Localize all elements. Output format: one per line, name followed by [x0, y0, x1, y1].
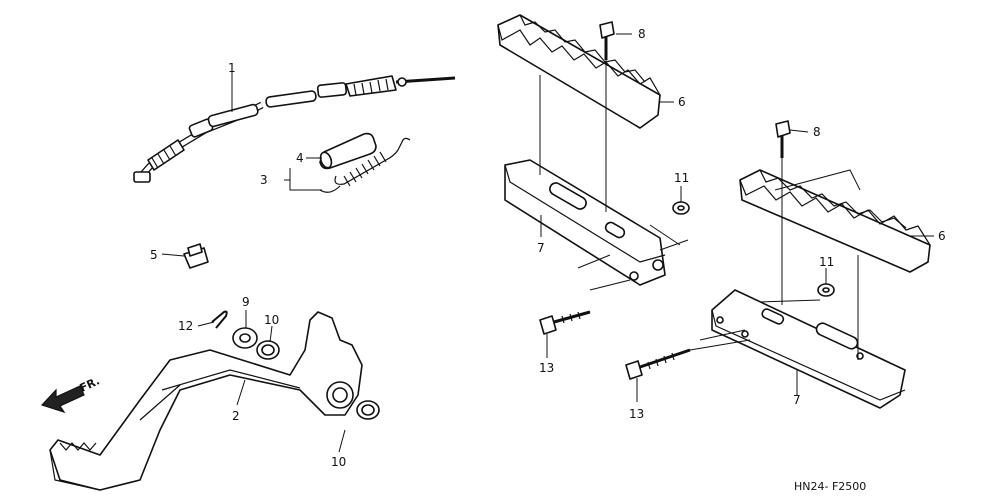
callout-11-lower: 11: [819, 255, 834, 269]
callout-7-lower: 7: [793, 393, 801, 407]
callout-7-upper: 7: [537, 241, 545, 255]
brake-cable: [133, 75, 456, 183]
callout-3: 3: [260, 173, 268, 187]
footpeg-bracket-lower: [711, 289, 906, 409]
bolt-upper-8: [599, 21, 615, 60]
callout-leaders: [161, 33, 934, 453]
callout-2: 2: [232, 409, 240, 423]
brake-spring-set: [319, 132, 411, 193]
bolt-upper-13: [539, 310, 591, 335]
callout-8-lower: 8: [813, 125, 821, 139]
callout-8-upper: 8: [638, 27, 646, 41]
cotter-pin: [211, 310, 228, 329]
figure-code: HN24- F2500: [794, 480, 866, 493]
cable-nut: [183, 243, 209, 269]
footpeg-upper: [497, 14, 661, 129]
bolt-lower-13: [625, 348, 691, 380]
bolt-lower-8: [775, 120, 791, 158]
pedal-seal-upper: [256, 340, 280, 360]
footpeg-bracket-upper: [504, 159, 666, 286]
callout-5: 5: [150, 248, 158, 262]
callout-13-lower: 13: [629, 407, 644, 421]
callout-12: 12: [178, 319, 193, 333]
callout-10-upper: 10: [264, 313, 279, 327]
front-arrow-label: FR.: [78, 374, 102, 394]
callout-11-upper: 11: [674, 171, 689, 185]
callout-6-upper: 6: [678, 95, 686, 109]
nut-lower-11: [817, 283, 835, 297]
pedal-washer: [232, 327, 258, 349]
callout-6-lower: 6: [938, 229, 946, 243]
callout-10-lower: 10: [331, 455, 346, 469]
footpeg-lower: [739, 169, 931, 273]
callout-9: 9: [242, 295, 250, 309]
callout-labels: 1 2 3 4 5 6 6 7 7 8 8 9 10 10 11 11 12 1…: [150, 27, 946, 469]
nut-upper-11: [672, 201, 690, 215]
front-direction-arrow: FR.: [40, 374, 102, 414]
callout-4: 4: [296, 151, 304, 165]
callout-13-upper: 13: [539, 361, 554, 375]
callout-1: 1: [228, 61, 236, 75]
brake-pedal: [49, 311, 363, 491]
pedal-seal-lower: [356, 400, 380, 420]
assembly-guide-lines: [539, 60, 861, 360]
